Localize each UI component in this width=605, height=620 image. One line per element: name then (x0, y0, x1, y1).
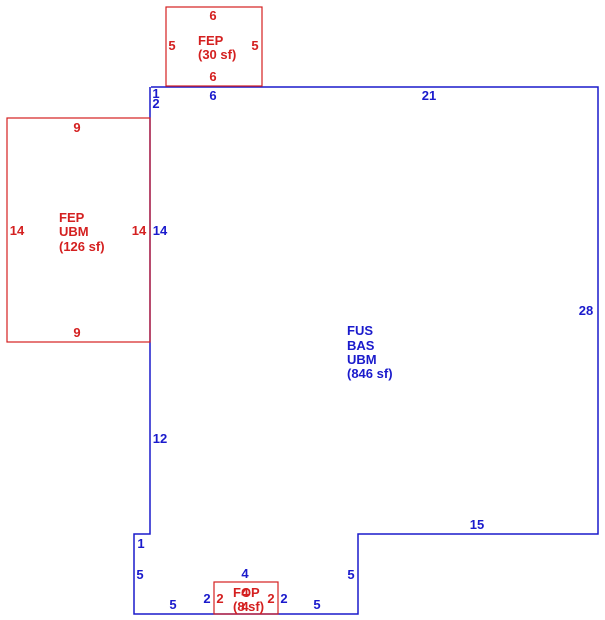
main-dim-bottom-2-right: 2 (280, 591, 287, 606)
porch-bottom-dim-right: 2 (267, 591, 274, 606)
main-area-label-line-3: UBM (347, 352, 377, 367)
porch-bottom-dim-left: 2 (216, 591, 223, 606)
porch-top-outline (165, 6, 263, 87)
main-dim-step-left: 1 (137, 536, 144, 551)
porch-left-dim-top: 9 (73, 120, 80, 135)
main-dim-bottom-right-side: 5 (347, 567, 354, 582)
porch-left-dim-right: 14 (132, 223, 147, 238)
main-area-label-line-2: BAS (347, 338, 375, 353)
main-dim-left-lower: 12 (153, 431, 167, 446)
porch-bottom-dim-top: 4 (241, 585, 249, 600)
porch-bottom-label-line-2: (8 sf) (233, 599, 264, 614)
porch-left-outline (6, 117, 151, 343)
porch-top-label-line-2: (30 sf) (198, 47, 236, 62)
main-dim-step-right: 15 (470, 517, 484, 532)
main-dim-bottom-left-side: 5 (136, 567, 143, 582)
porch-top-dim-bottom: 6 (209, 69, 216, 84)
main-area-label-line-4: (846 sf) (347, 366, 393, 381)
main-dim-top-left: 6 (209, 88, 216, 103)
porch-top-dim-left: 5 (168, 38, 175, 53)
porch-left-label-line-1: FEP (59, 210, 85, 225)
porch-left-label-line-2: UBM (59, 224, 89, 239)
porch-left-label-line-3: (126 sf) (59, 239, 105, 254)
porch-top-dim-top: 6 (209, 8, 216, 23)
main-dim-left-upper: 14 (153, 223, 168, 238)
main-area-label-line-1: FUS (347, 323, 373, 338)
main-dim-bottom-left: 5 (169, 597, 176, 612)
porch-left-dim-bottom: 9 (73, 325, 80, 340)
main-dim-top-right: 21 (422, 88, 436, 103)
main-dim-left-notch-1: 1 (152, 86, 159, 101)
porch-bottom-dim-bottom: 4 (241, 599, 249, 614)
porch-top-dim-right: 5 (251, 38, 258, 53)
main-dim-right: 28 (579, 303, 593, 318)
main-dim-bottom-right: 5 (313, 597, 320, 612)
porch-bottom-label-line-1: FOP (233, 585, 260, 600)
porch-top-label-line-1: FEP (198, 33, 224, 48)
main-area-outline (133, 86, 599, 615)
main-dim-left-notch-2: 2 (152, 96, 159, 111)
porch-bottom-outline (213, 581, 279, 615)
main-dim-bottom-2-left: 2 (203, 591, 210, 606)
porch-left-dim-left: 14 (10, 223, 25, 238)
main-dim-bottom-center: 4 (241, 566, 249, 581)
